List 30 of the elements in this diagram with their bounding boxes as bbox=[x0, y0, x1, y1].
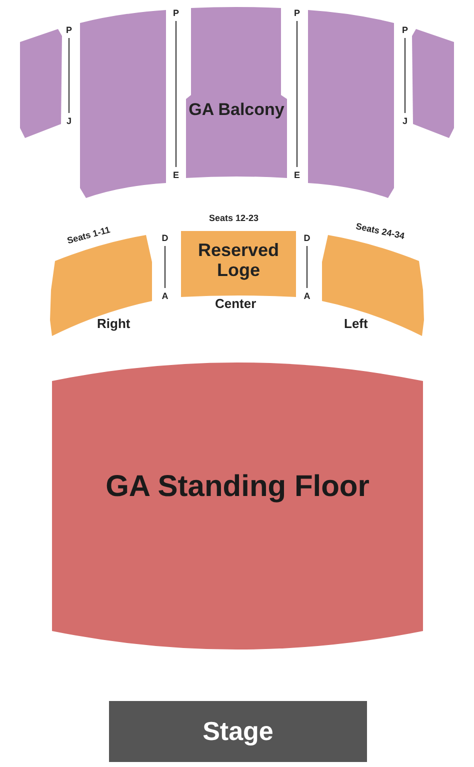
section-label: GA Standing Floor bbox=[104, 470, 370, 503]
section-name: Left bbox=[344, 316, 368, 331]
row-letter: A bbox=[162, 291, 168, 301]
row-letter: J bbox=[402, 116, 408, 126]
section-label: GA Balcony bbox=[188, 101, 286, 120]
row-letter: P bbox=[402, 25, 408, 35]
row-letter: P bbox=[66, 25, 72, 35]
seating-section bbox=[19, 28, 63, 139]
seat-range-label: Seats 1-11 bbox=[66, 224, 112, 246]
row-letter: E bbox=[173, 170, 179, 180]
row-letter: E bbox=[294, 170, 300, 180]
seating-section bbox=[180, 230, 297, 300]
seating-section bbox=[307, 10, 395, 199]
stage-label: Stage bbox=[202, 717, 274, 746]
seating-section bbox=[411, 28, 455, 139]
seat-range-label: Seats 24-34 bbox=[354, 221, 406, 242]
stage-area bbox=[109, 701, 367, 762]
section-name: Right bbox=[97, 316, 130, 331]
row-letter: A bbox=[304, 291, 310, 301]
section-label: Reserved Loge bbox=[196, 241, 280, 281]
seating-section bbox=[79, 10, 167, 199]
seating-section bbox=[185, 7, 288, 179]
row-letter: P bbox=[173, 8, 179, 18]
seating-section bbox=[51, 360, 424, 650]
section-name: Center bbox=[215, 296, 256, 311]
row-letter: D bbox=[304, 233, 310, 243]
seat-range-label: Seats 12-23 bbox=[209, 213, 259, 223]
row-letter: J bbox=[66, 116, 72, 126]
row-letter: P bbox=[294, 8, 300, 18]
row-letter: D bbox=[162, 233, 168, 243]
